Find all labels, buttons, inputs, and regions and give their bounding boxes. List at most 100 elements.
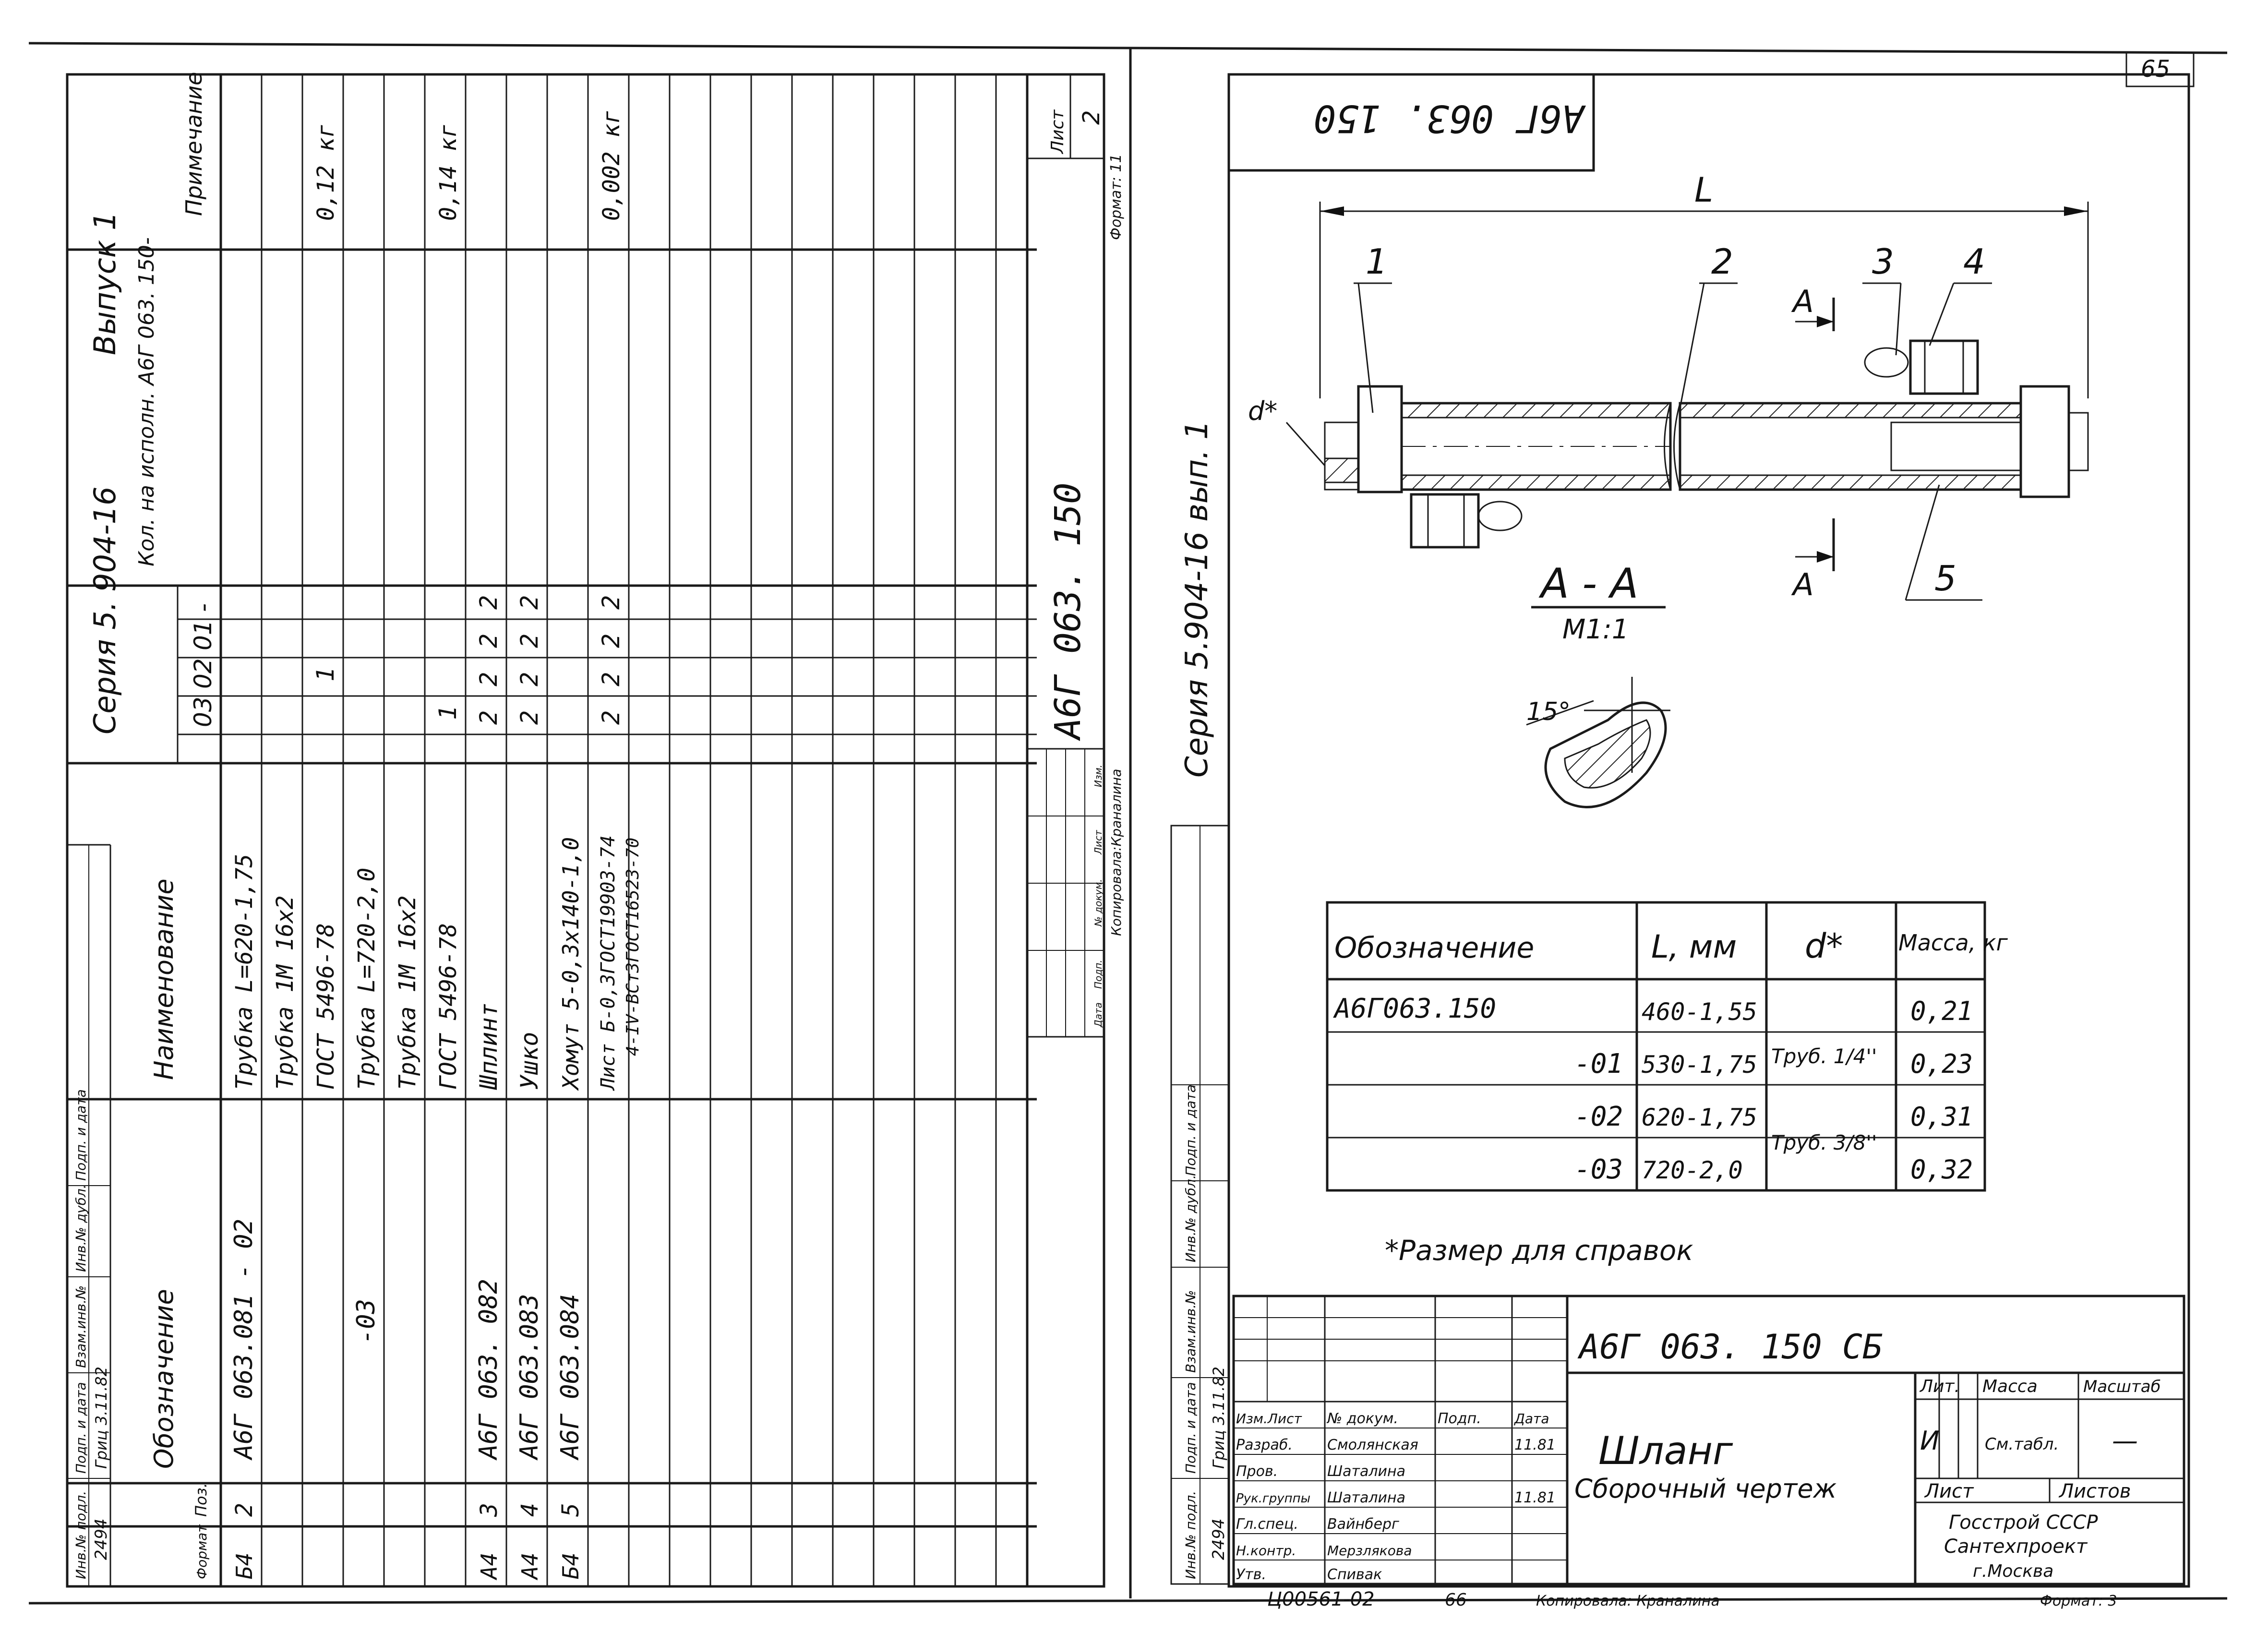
svg-text:2: 2 [516,710,543,725]
svg-text:-02: -02 [1574,1101,1623,1132]
svg-text:Лит.: Лит. [1919,1377,1960,1396]
left-format: Формат: 11 [1108,154,1125,240]
svg-text:А6Г 063.084: А6Г 063.084 [556,1294,585,1461]
svg-text:2: 2 [597,710,625,725]
svg-text:5: 5 [557,1503,584,1517]
d-star-label: d* [1248,396,1277,426]
section-view: 15° [1526,677,1670,808]
svg-text:3: 3 [476,1503,503,1517]
svg-text:2494: 2494 [92,1518,111,1560]
table-row: ГОСТ 5496-78 1 0,12 кг [312,124,339,1090]
upper-clamp [1909,339,1979,395]
right-nut [2019,385,2070,498]
svg-text:0,23: 0,23 [1910,1049,1973,1079]
svg-text:0,002 кг: 0,002 кг [598,110,625,221]
svg-text:Листов: Листов [2058,1480,2131,1502]
svg-text:№ докум.: № докум. [1092,879,1104,927]
svg-text:ГОСТ 5496-78: ГОСТ 5496-78 [435,923,462,1090]
svg-text:Лист Б-0,3ГОСТ19903-74: Лист Б-0,3ГОСТ19903-74 [597,835,619,1091]
svg-text:Шаталина: Шаталина [1327,1463,1405,1480]
svg-text:Н.контр.: Н.контр. [1236,1543,1296,1559]
svg-text:0,31: 0,31 [1910,1102,1973,1132]
top-trim-line [28,42,2228,54]
table-row: Б4 5 А6Г 063.084 Хомут 5-0,3х140-1,0 [556,837,585,1579]
qty-col-3: 03 [189,696,217,727]
svg-text:4-IV-ВСт3ГОСТ16523-70: 4-IV-ВСт3ГОСТ16523-70 [623,838,643,1056]
svg-text:Гл.спец.: Гл.спец. [1236,1516,1298,1533]
svg-text:Рук.группы: Рук.группы [1236,1491,1310,1506]
svg-text:4: 4 [516,1503,543,1517]
svg-text:1: 1 [312,667,339,682]
tb-subtitle: Сборочный чертеж [1574,1474,1837,1504]
svg-text:Трубка 1М 16х2: Трубка 1М 16х2 [394,895,421,1090]
svg-text:ГОСТ 5496-78: ГОСТ 5496-78 [312,923,339,1090]
svg-text:Трубка L=620-1,75: Трубка L=620-1,75 [231,854,258,1090]
svg-text:Дата: Дата [1513,1411,1549,1427]
svg-text:2: 2 [475,672,503,686]
svg-text:Трубка L=720-2,0: Трубка L=720-2,0 [353,868,380,1090]
svg-text:А4: А4 [517,1553,543,1581]
section-A-top: А [1791,284,1814,320]
qty-col-1: 01 [189,620,217,650]
vt-header-d: d* [1805,926,1843,966]
right-sheet: А6Г 063. 150 Серия 5.904-16 вып. 1 L [1170,73,2190,1610]
callout-1: 1 [1366,241,1388,282]
svg-text:Госстрой СССР: Госстрой СССР [1949,1512,2098,1534]
svg-text:2: 2 [231,1503,258,1517]
svg-text:Подп. и дата: Подп. и дата [73,1382,89,1474]
lower-clamp [1410,493,1480,549]
svg-text:2: 2 [516,634,543,648]
table-row: Лист Б-0,3ГОСТ19903-74 2 2 2 2 0,002 кг [597,110,625,1091]
variants-table: Обозначение L, мм d* Масса, кг А6Г063.15… [1326,901,2008,1192]
angle-label: 15° [1526,697,1571,726]
svg-text:Пров.: Пров. [1236,1463,1278,1480]
svg-text:530-1,75: 530-1,75 [1642,1051,1757,1079]
svg-text:Инв.№ дубл.: Инв.№ дубл. [73,1184,89,1272]
callout-2: 2 [1711,241,1733,282]
svg-text:А6Г 063.083: А6Г 063.083 [515,1294,544,1461]
svg-text:Взам.инв.№: Взам.инв.№ [1183,1290,1199,1373]
left-copied: Копировала:Краналина [1108,769,1124,936]
svg-text:2: 2 [516,595,543,610]
svg-text:2494: 2494 [1209,1518,1228,1560]
header-format: Формат [194,1524,210,1579]
svg-text:620-1,75: 620-1,75 [1642,1104,1757,1131]
svg-text:Разраб.: Разраб. [1236,1437,1293,1453]
svg-text:460-1,55: 460-1,55 [1642,998,1757,1026]
header-name: Наименование [149,878,179,1080]
table-row: Трубка 1М 16х2 [272,895,299,1090]
left-sheet: Примечание Кол. на исполн. А6Г 063. 150-… [66,72,1125,1588]
table-row: ГОСТ 5496-78 1 0,14 кг [434,124,462,1090]
ear-loop [1864,347,1909,378]
left-stamp-strip [1026,73,1105,1588]
svg-text:Подп.: Подп. [1092,960,1104,989]
svg-text:Масса: Масса [1982,1377,2038,1396]
bottom-format: Формат: 3 [2040,1593,2117,1609]
svg-text:11.81: 11.81 [1514,1437,1556,1453]
svg-text:Труб. 1/4'': Труб. 1/4'' [1771,1044,1877,1068]
page-number-box [2125,52,2195,87]
svg-text:2: 2 [516,672,543,686]
svg-text:—: — [2112,1426,2138,1456]
table-row: А6Г063.150 460-1,55 Труб. 1/4'' 0,21 [1333,993,1973,1068]
left-sheet-number: 2 [1078,110,1105,125]
svg-text:Подп. и дата: Подп. и дата [1183,1084,1199,1176]
svg-text:2: 2 [475,595,503,610]
svg-text:0,12 кг: 0,12 кг [312,124,339,221]
table-row: -03 720-2,0 0,32 [1574,1154,1973,1185]
vt-header-L: L, мм [1651,928,1737,965]
svg-text:См.табл.: См.табл. [1985,1435,2059,1454]
header-designation: Обозначение [149,1289,179,1469]
bottom-code: Ц00561-02 [1267,1588,1375,1610]
svg-text:А4: А4 [476,1553,502,1581]
svg-text:Лист: Лист [1924,1480,1974,1502]
table-row: -02 620-1,75 Труб. 3/8'' 0,31 [1574,1101,1973,1154]
svg-text:Инв.№ подл.: Инв.№ подл. [73,1491,89,1579]
svg-text:№ докум.: № докум. [1326,1410,1398,1427]
qty-col-2: 02 [189,658,217,689]
left-stamp-code: А6Г 063. 150 [1047,482,1089,741]
tb-code: А6Г 063. 150 СБ [1577,1327,1883,1367]
callout-3: 3 [1872,241,1894,282]
section-scale: М1:1 [1562,614,1629,645]
right-side-strip: Инв.№ подл. Подп. и дата Взам.инв.№ Инв.… [1170,825,1230,1585]
